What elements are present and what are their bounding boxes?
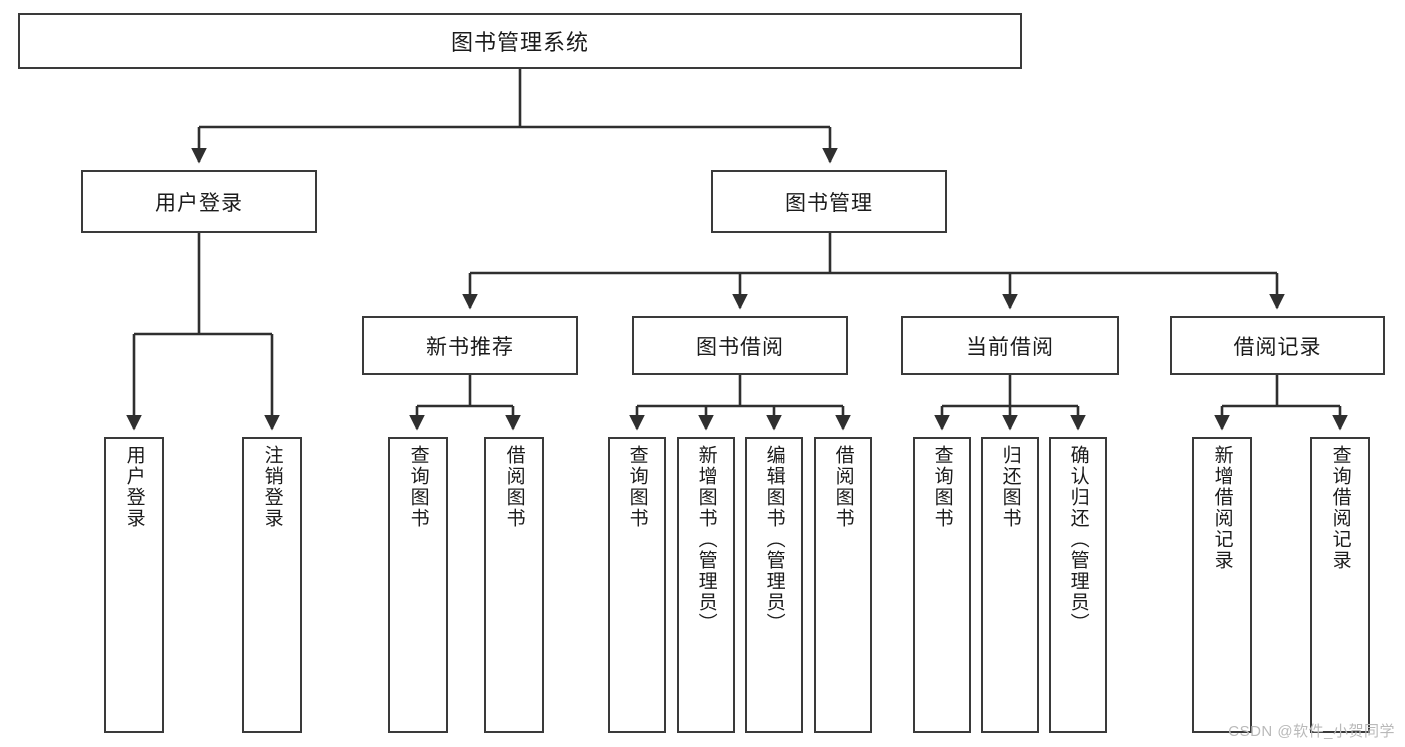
leaf-query-book-current[interactable]: 查询图书 <box>913 437 971 733</box>
node-label: 确认归还（管理员） <box>1067 445 1089 634</box>
node-label: 新增图书（管理员） <box>695 445 717 634</box>
leaf-add-book-admin[interactable]: 新增图书（管理员） <box>677 437 735 733</box>
node-root-book-management-system[interactable]: 图书管理系统 <box>18 13 1022 69</box>
node-label: 用户登录 <box>123 445 145 529</box>
leaf-query-book-borrow[interactable]: 查询图书 <box>608 437 666 733</box>
leaf-logout[interactable]: 注销登录 <box>242 437 302 733</box>
leaf-user-login[interactable]: 用户登录 <box>104 437 164 733</box>
node-label: 图书管理 <box>785 191 873 215</box>
leaf-edit-book-admin[interactable]: 编辑图书（管理员） <box>745 437 803 733</box>
node-label: 图书管理系统 <box>450 30 589 55</box>
leaf-return-book[interactable]: 归还图书 <box>981 437 1039 733</box>
node-label: 借阅图书 <box>503 445 525 529</box>
leaf-borrow-book[interactable]: 借阅图书 <box>814 437 872 733</box>
node-label: 查询借阅记录 <box>1329 445 1351 571</box>
node-borrow-record[interactable]: 借阅记录 <box>1170 316 1385 375</box>
node-current-borrow[interactable]: 当前借阅 <box>901 316 1119 375</box>
node-label: 新书推荐 <box>426 335 514 359</box>
node-new-book-recommend[interactable]: 新书推荐 <box>362 316 578 375</box>
node-book-management[interactable]: 图书管理 <box>711 170 947 233</box>
node-label: 新增借阅记录 <box>1211 445 1233 571</box>
leaf-confirm-return-admin[interactable]: 确认归还（管理员） <box>1049 437 1107 733</box>
node-label: 注销登录 <box>261 445 283 529</box>
node-label: 编辑图书（管理员） <box>763 445 785 634</box>
node-label: 查询图书 <box>407 445 429 529</box>
node-label: 借阅记录 <box>1233 335 1322 359</box>
node-label: 当前借阅 <box>966 335 1054 359</box>
node-label: 查询图书 <box>626 445 648 529</box>
leaf-add-borrow-record[interactable]: 新增借阅记录 <box>1192 437 1252 733</box>
node-label: 借阅图书 <box>832 445 854 529</box>
node-label: 图书借阅 <box>696 335 784 359</box>
node-label: 查询图书 <box>931 445 953 529</box>
leaf-query-borrow-record[interactable]: 查询借阅记录 <box>1310 437 1370 733</box>
leaf-borrow-book-recommend[interactable]: 借阅图书 <box>484 437 544 733</box>
node-book-borrow[interactable]: 图书借阅 <box>632 316 848 375</box>
node-label: 用户登录 <box>155 191 243 215</box>
node-user-login[interactable]: 用户登录 <box>81 170 317 233</box>
leaf-query-book-recommend[interactable]: 查询图书 <box>388 437 448 733</box>
node-label: 归还图书 <box>999 445 1021 529</box>
